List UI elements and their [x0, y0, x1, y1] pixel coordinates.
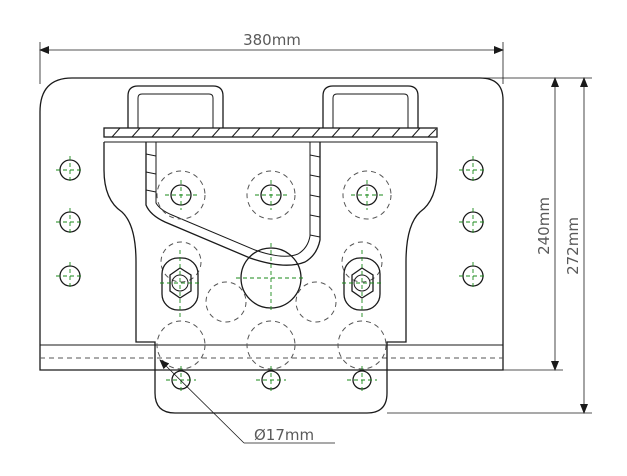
back-plate — [39, 77, 504, 371]
top-lug-left — [127, 85, 224, 128]
front-plate — [103, 142, 438, 414]
center-pin — [236, 243, 306, 313]
side-holes-right — [459, 156, 487, 290]
bolt-left — [160, 250, 200, 318]
top-lug-right — [322, 85, 419, 128]
side-holes-left — [56, 156, 84, 290]
front-holes-lower — [166, 366, 377, 394]
front-holes-upper — [165, 180, 383, 210]
height-outer-label: 272mm — [564, 217, 582, 275]
top-crossbar — [103, 127, 438, 143]
width-dimension: 380mm — [39, 31, 504, 84]
hidden-holes-upper — [156, 170, 392, 220]
width-dimension-label: 380mm — [243, 31, 301, 49]
hook-bar — [145, 142, 321, 266]
height-outer-dimension: 272mm — [387, 77, 592, 414]
hole-diameter-callout: Ø17mm — [159, 359, 335, 444]
height-inner-label: 240mm — [535, 197, 553, 255]
bolt-right — [342, 250, 382, 318]
hole-diameter-label: Ø17mm — [254, 426, 314, 444]
height-inner-dimension: 240mm — [480, 77, 563, 371]
